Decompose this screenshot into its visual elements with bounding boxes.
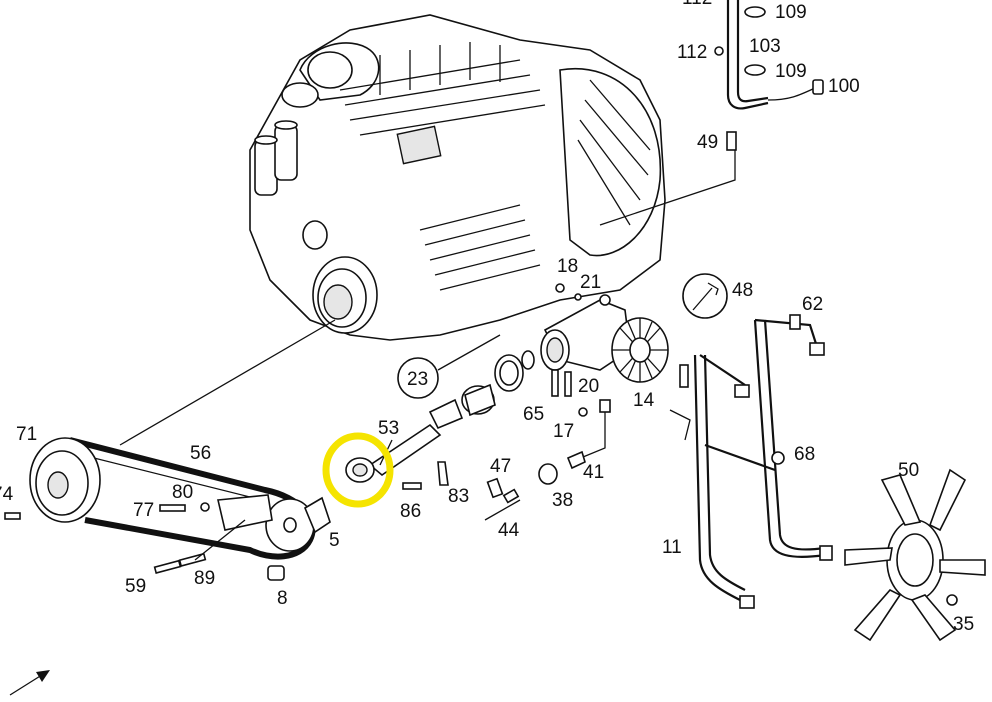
callout-53: 53 <box>378 418 399 439</box>
direction-arrow <box>9 670 50 696</box>
callout-14: 14 <box>633 390 655 411</box>
callout-68: 68 <box>794 444 815 465</box>
callout-labels: 112 109 112 103 109 100 49 18 21 48 62 2… <box>0 0 974 635</box>
pipe-assembly <box>714 0 824 151</box>
callout-109-b: 109 <box>775 61 807 82</box>
callout-47: 47 <box>490 456 511 477</box>
callout-103: 103 <box>749 36 781 57</box>
crankshaft-pulley <box>302 220 378 334</box>
callout-44: 44 <box>498 520 520 541</box>
leader-line-49 <box>599 150 736 226</box>
callout-41: 41 <box>583 462 604 483</box>
seal-kit <box>397 334 588 417</box>
callout-80: 80 <box>172 482 193 503</box>
fan-shroud-bracket <box>669 314 833 609</box>
callout-23: 23 <box>407 369 428 390</box>
callout-112: 112 <box>677 42 707 63</box>
engine-block <box>249 14 666 341</box>
callout-112-top: 112 <box>682 0 712 9</box>
callout-65: 65 <box>523 404 544 425</box>
callout-17: 17 <box>553 421 574 442</box>
callout-35: 35 <box>953 614 974 635</box>
cooling-fan <box>844 468 986 642</box>
callout-5: 5 <box>329 530 340 551</box>
callout-48: 48 <box>732 280 753 301</box>
callout-21: 21 <box>580 272 601 293</box>
highlight-circle <box>322 432 394 508</box>
small-parts <box>402 399 611 521</box>
callout-56: 56 <box>190 443 211 464</box>
leader-line-crank-pulley <box>119 319 336 446</box>
callout-74: 74 <box>0 484 14 505</box>
callout-8: 8 <box>277 588 288 609</box>
callout-59: 59 <box>125 576 146 597</box>
callout-109-a: 109 <box>775 2 807 23</box>
callout-50: 50 <box>898 460 919 481</box>
callout-38: 38 <box>552 490 573 511</box>
callout-62: 62 <box>802 294 823 315</box>
callout-77: 77 <box>133 500 154 521</box>
callout-11: 11 <box>662 537 682 558</box>
callout-20: 20 <box>578 376 599 397</box>
callout-89: 89 <box>194 568 215 589</box>
callout-86: 86 <box>400 501 421 522</box>
callout-18: 18 <box>557 256 578 277</box>
pump-assembly <box>540 273 728 383</box>
callout-49: 49 <box>697 132 718 153</box>
callout-71: 71 <box>16 424 37 445</box>
callout-83: 83 <box>448 486 469 507</box>
belt-drive <box>4 437 331 581</box>
callout-100: 100 <box>828 76 860 97</box>
